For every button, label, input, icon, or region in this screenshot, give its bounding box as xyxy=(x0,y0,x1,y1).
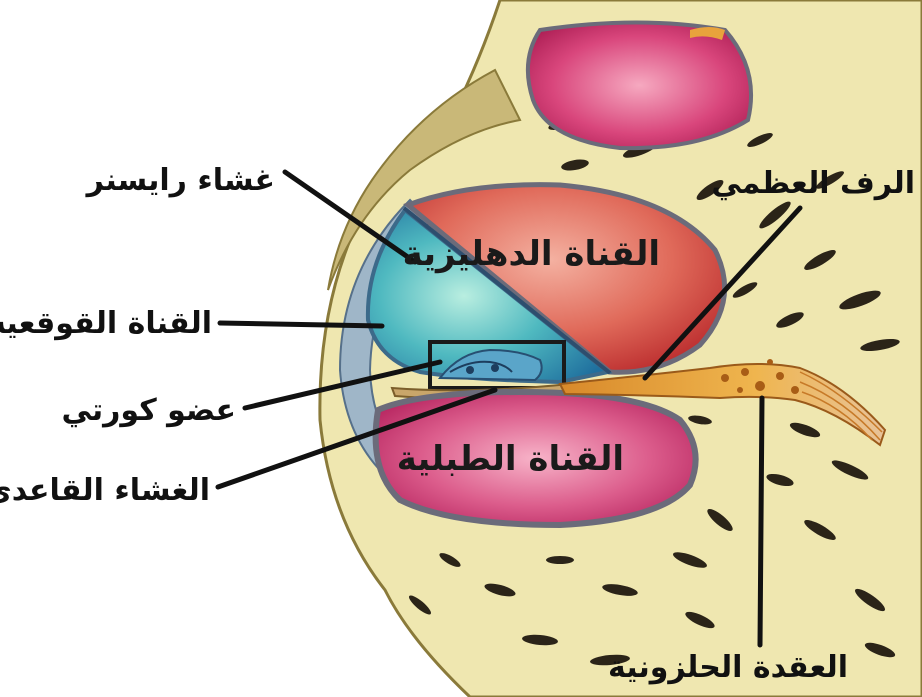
label-scala-vestibuli: القناة الدهليزية xyxy=(403,234,660,274)
label-osseous-spiral-lamina: الرف العظمي xyxy=(711,166,915,201)
leader-scala-media xyxy=(220,323,382,326)
label-scala-media: القناة القوقعية xyxy=(0,306,212,341)
leader-ganglion xyxy=(760,398,762,645)
label-reissner-membrane: غشاء رايسنر xyxy=(85,163,275,198)
label-organ-of-corti: عضو كورتي xyxy=(62,393,236,428)
upper-turn-canal xyxy=(528,23,751,149)
label-basilar-membrane: الغشاء القاعدي xyxy=(0,473,210,508)
label-spiral-ganglion: العقدة الحلزونية xyxy=(608,650,848,685)
label-scala-tympani: القناة الطبلية xyxy=(397,439,624,479)
